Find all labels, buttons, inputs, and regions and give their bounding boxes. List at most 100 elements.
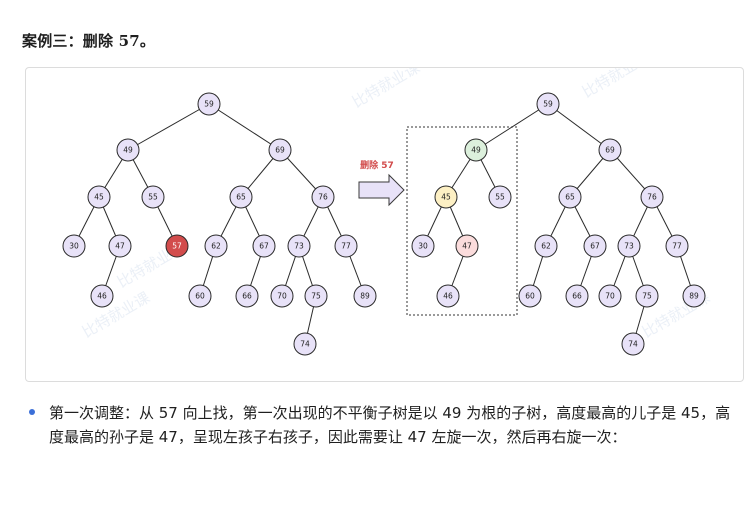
- tree-node-73: 73: [617, 234, 641, 258]
- tree-node-57-deleted: 57: [165, 234, 189, 258]
- tree-node-55: 55: [141, 185, 165, 209]
- watermark-text: 比特就业课: [579, 68, 653, 101]
- node-circle: [141, 185, 165, 209]
- heading-tail: 。: [139, 32, 156, 50]
- node-label: 46: [443, 292, 453, 301]
- tree-node-70: 70: [598, 284, 622, 308]
- node-circle: [311, 185, 335, 209]
- node-label: 77: [672, 242, 682, 251]
- node-label: 65: [236, 193, 246, 202]
- node-label: 30: [418, 242, 428, 251]
- node-label: 77: [341, 242, 351, 251]
- tree-node-76: 76: [640, 185, 664, 209]
- node-circle: [558, 185, 582, 209]
- node-circle: [252, 234, 276, 258]
- node-label: 74: [628, 340, 638, 349]
- tree-node-89: 89: [353, 284, 377, 308]
- tree-node-66: 66: [565, 284, 589, 308]
- node-label: 69: [275, 146, 285, 155]
- node-label: 59: [204, 100, 214, 109]
- node-label: 69: [605, 146, 615, 155]
- explanation-text: 第一次调整：从 57 向上找，第一次出现的不平衡子树是以 49 为根的子树，高度…: [49, 404, 731, 446]
- node-circle: [436, 284, 460, 308]
- node-label: 70: [277, 292, 287, 301]
- bullet-marker: [29, 409, 35, 415]
- node-circle: [434, 185, 458, 209]
- tree-node-30: 30: [62, 234, 86, 258]
- tree-node-75: 75: [635, 284, 659, 308]
- tree-node-49-unbalanced: 49: [464, 138, 488, 162]
- tree-node-47-grandchild: 47: [455, 234, 479, 258]
- node-label: 45: [94, 193, 104, 202]
- tree-node-67: 67: [252, 234, 276, 258]
- tree-node-55: 55: [488, 185, 512, 209]
- node-circle: [62, 234, 86, 258]
- node-circle: [534, 234, 558, 258]
- tree-edge: [208, 103, 281, 151]
- node-circle: [665, 234, 689, 258]
- tree-node-46: 46: [90, 284, 114, 308]
- node-label: 49: [471, 146, 481, 155]
- node-label: 45: [441, 193, 451, 202]
- unbalanced-subtree-box: [406, 126, 518, 316]
- tree-node-77: 77: [334, 234, 358, 258]
- tree-node-69: 69: [268, 138, 292, 162]
- tree-node-89: 89: [682, 284, 706, 308]
- node-circle: [270, 284, 294, 308]
- arrow-label: 删除 57: [360, 159, 394, 171]
- node-circle: [108, 234, 132, 258]
- node-label: 60: [525, 292, 535, 301]
- section-heading: 案例三：删除 57。: [22, 30, 155, 51]
- node-label: 47: [462, 242, 472, 251]
- node-label: 89: [689, 292, 699, 301]
- highlight-box-layer: [406, 126, 518, 316]
- node-label: 46: [97, 292, 107, 301]
- node-circle: [165, 234, 189, 258]
- node-layer: 59 49 69 45 55 65 76 30 47 57 62 67 73 77 46 60 66 70 75 89…: [62, 92, 706, 356]
- node-label: 89: [360, 292, 370, 301]
- tree-edge: [127, 103, 210, 151]
- tree-node-74: 74: [621, 332, 645, 356]
- node-label: 47: [115, 242, 125, 251]
- tree-node-69: 69: [598, 138, 622, 162]
- node-circle: [464, 138, 488, 162]
- edge-layer: [73, 103, 695, 345]
- node-circle: [235, 284, 259, 308]
- node-label: 75: [642, 292, 652, 301]
- node-circle: [455, 234, 479, 258]
- tree-node-65: 65: [229, 185, 253, 209]
- node-label: 49: [123, 146, 133, 155]
- tree-node-45: 45: [87, 185, 111, 209]
- node-label: 67: [590, 242, 600, 251]
- node-circle: [87, 185, 111, 209]
- tree-node-77: 77: [665, 234, 689, 258]
- node-label: 30: [69, 242, 79, 251]
- node-circle: [565, 284, 589, 308]
- node-circle: [640, 185, 664, 209]
- heading-label: 案例三：删除: [22, 32, 114, 50]
- node-circle: [293, 332, 317, 356]
- node-label: 62: [541, 242, 551, 251]
- node-circle: [635, 284, 659, 308]
- node-label: 74: [300, 340, 310, 349]
- tree-node-59: 59: [197, 92, 221, 116]
- tree-node-30: 30: [411, 234, 435, 258]
- transition-arrow: 删除 57: [358, 159, 405, 207]
- node-label: 73: [624, 242, 634, 251]
- node-circle: [488, 185, 512, 209]
- tree-node-73: 73: [287, 234, 311, 258]
- node-circle: [598, 138, 622, 162]
- node-circle: [116, 138, 140, 162]
- watermark-text: 比特就业课: [349, 68, 423, 111]
- tree-node-62: 62: [534, 234, 558, 258]
- node-circle: [304, 284, 328, 308]
- node-label: 76: [647, 193, 657, 202]
- node-circle: [617, 234, 641, 258]
- node-circle: [90, 284, 114, 308]
- node-circle: [197, 92, 221, 116]
- tree-node-46: 46: [436, 284, 460, 308]
- tree-edge: [547, 103, 611, 151]
- node-circle: [621, 332, 645, 356]
